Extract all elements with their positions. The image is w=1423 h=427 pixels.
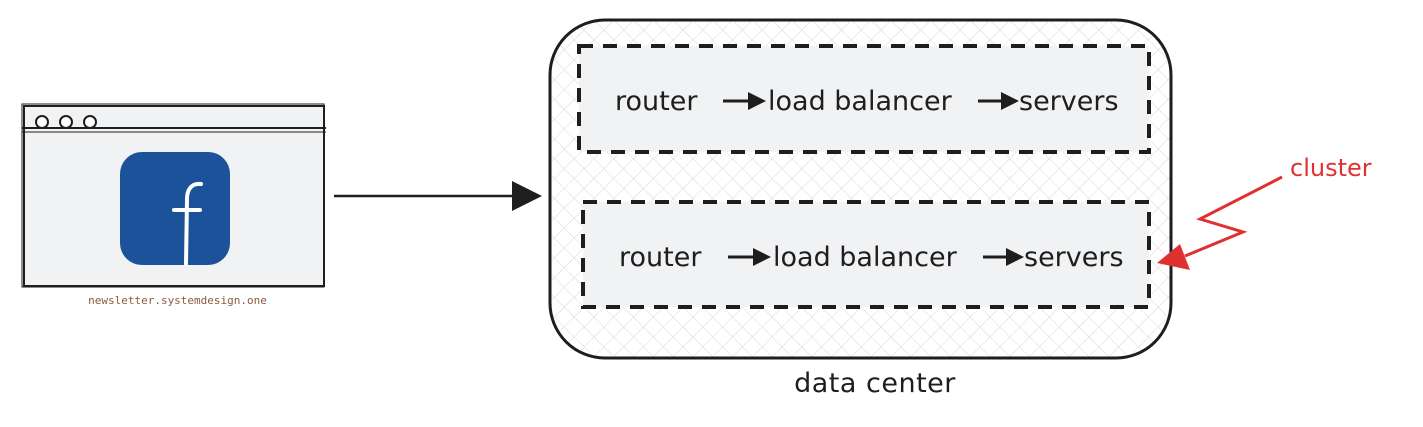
data-center-label: data center bbox=[794, 368, 956, 399]
cluster-2-load-balancer-label: load balancer bbox=[773, 242, 958, 273]
cluster-1-router-label: router bbox=[615, 86, 698, 117]
browser-window bbox=[21, 103, 326, 288]
window-minimize-button[interactable] bbox=[59, 115, 73, 129]
cluster-annotation-label: cluster bbox=[1290, 154, 1372, 182]
cluster-2-router-label: router bbox=[619, 242, 702, 273]
cluster-box-2: router load balancer servers bbox=[581, 200, 1151, 309]
cluster-1-arrow-router-lb bbox=[723, 92, 766, 110]
cluster-2-arrow-lb-servers bbox=[983, 248, 1024, 266]
cluster-box-1: router load balancer servers bbox=[577, 44, 1151, 154]
watermark-text: newsletter.systemdesign.one bbox=[88, 294, 267, 307]
window-close-button[interactable] bbox=[35, 115, 49, 129]
cluster-1-arrow-lb-servers bbox=[978, 92, 1019, 110]
cluster-annotation-arrow bbox=[1157, 175, 1283, 270]
cluster-2-arrow-router-lb bbox=[728, 248, 771, 266]
facebook-icon bbox=[120, 152, 230, 266]
cluster-1-servers-label: servers bbox=[1019, 86, 1119, 117]
cluster-2-servers-label: servers bbox=[1024, 242, 1124, 273]
cluster-1-load-balancer-label: load balancer bbox=[768, 86, 953, 117]
window-maximize-button[interactable] bbox=[83, 115, 97, 129]
request-arrow bbox=[334, 181, 542, 211]
